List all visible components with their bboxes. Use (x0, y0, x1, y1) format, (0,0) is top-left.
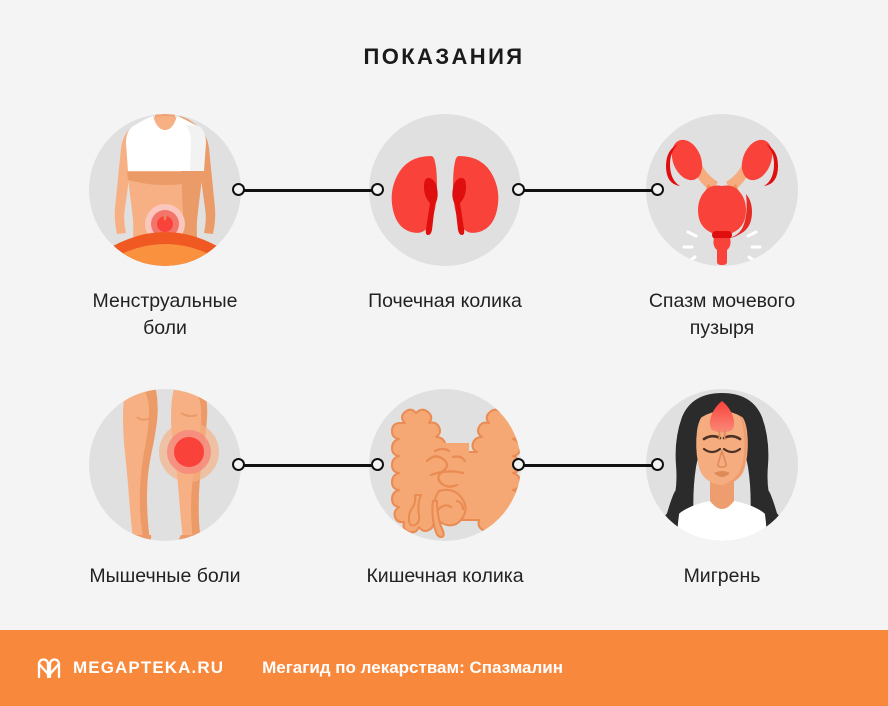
connector-line (238, 189, 378, 192)
connector-row2-2to3 (512, 458, 664, 472)
icon-circle-migraine (646, 389, 798, 541)
megapteka-m-logo-icon (37, 658, 61, 679)
connector-dot-left (512, 183, 525, 196)
indication-item-renal-colic: Почечная колика (315, 114, 575, 315)
indication-item-muscle-pain: Мышечные боли (35, 389, 295, 590)
legs-muscle-pain-icon (123, 389, 219, 541)
footer-tagline: Мегагид по лекарствам: Спазмалин (262, 658, 564, 677)
indication-label: Менструальные боли (92, 290, 238, 339)
connector-row2-1to2 (232, 458, 384, 472)
indication-label: Мигрень (683, 565, 761, 587)
kidneys-icon (391, 156, 499, 235)
female-torso-cramps-icon (113, 114, 217, 266)
connector-row1-2to3 (512, 183, 664, 197)
intestines-icon (391, 408, 521, 538)
page-title: ПОКАЗАНИЯ (363, 44, 525, 69)
indication-label: Кишечная колика (366, 565, 524, 587)
connector-dot-right (651, 458, 664, 471)
indication-item-menstrual-pain: Менструальные боли (35, 114, 295, 342)
indication-item-intestinal-colic: Кишечная колика (315, 389, 575, 590)
connector-dot-right (371, 183, 384, 196)
urinary-bladder-icon (666, 139, 778, 265)
connector-line (238, 464, 378, 467)
connector-line (518, 189, 658, 192)
connector-dot-right (371, 458, 384, 471)
connector-dot-right (651, 183, 664, 196)
footer-bar: MEGAPTEKA.RU Мегагид по лекарствам: Спаз… (0, 630, 888, 706)
indication-item-bladder-spasm: Спазм мочевого пузыря (592, 114, 852, 342)
indication-label: Мышечные боли (89, 565, 241, 587)
connector-dot-left (512, 458, 525, 471)
icon-circle-menstrual-pain (89, 114, 241, 266)
indication-label: Почечная колика (368, 290, 522, 312)
icon-circle-renal-colic (369, 114, 521, 266)
icon-circle-intestinal-colic (369, 389, 521, 541)
connector-dot-left (232, 183, 245, 196)
connector-row1-1to2 (232, 183, 384, 197)
connector-dot-left (232, 458, 245, 471)
footer-brand-name: MEGAPTEKA.RU (73, 658, 225, 677)
indications-board: Менструальные боли Почечная колика (35, 114, 852, 590)
indication-label: Спазм мочевого пузыря (648, 290, 796, 339)
connector-line (518, 464, 658, 467)
icon-circle-bladder-spasm (646, 114, 798, 266)
woman-headache-icon (660, 393, 784, 541)
icon-circle-muscle-pain (89, 389, 241, 541)
indication-item-migraine: Мигрень (592, 389, 852, 590)
